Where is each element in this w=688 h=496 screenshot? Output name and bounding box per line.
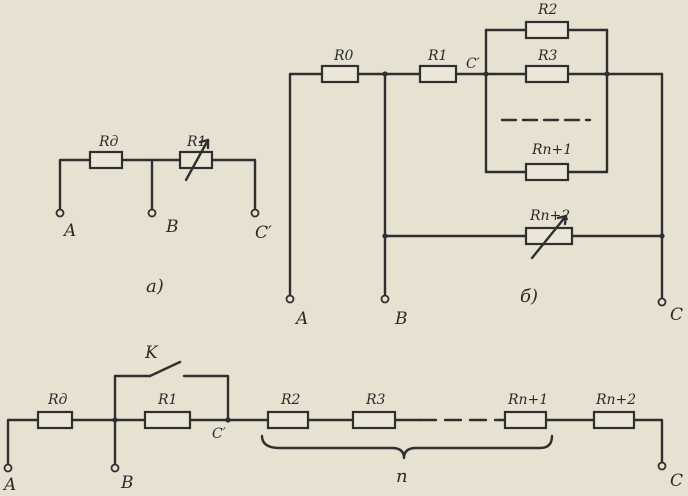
resistor-r3-c [351,410,397,430]
label-r2-c: R2 [280,392,301,408]
diagram-b: R0 R1 C′ R2 R3 Rn+1 Rn+2 A B C б) [285,2,683,329]
junction-b-4 [382,233,388,239]
rheostat-arrow-a [184,138,210,182]
resistor-r0-b [320,64,360,84]
junction-c-2 [225,417,231,423]
wire-b-left [288,72,324,298]
rheostat-arrowhead-a [198,138,210,150]
label-terminal-a: A [294,309,308,329]
resistor-r1-b [418,64,458,84]
diagram-a: Rд R1 A B C′ a) [55,134,272,297]
junction-c-1 [112,417,118,423]
wire-c-right [632,418,664,465]
caption-b: б) [520,286,538,307]
junction-b-3 [604,71,610,77]
terminal-a-dot [3,463,13,473]
label-r0-b: R0 [333,48,354,64]
label-switch-k: K [144,343,159,363]
label-terminal-b: B [394,309,408,329]
label-terminal-a: A [62,221,76,241]
label-r3-c: R3 [365,392,386,408]
resistor-rn2-c [592,410,636,430]
label-node-c-b: C′ [466,56,481,72]
label-terminal-b: B [165,217,179,237]
label-node-c-c: C′ [212,426,227,442]
switch-k-blade [148,360,182,378]
terminal-c-dot [657,297,667,307]
resistor-rd-c [36,410,74,430]
label-terminal-c: C [670,471,683,491]
junction-b-5 [659,233,665,239]
wire-c-left [6,418,40,467]
label-r3-b: R3 [537,48,558,64]
label-r2-b: R2 [537,2,558,18]
terminal-b-dot [147,208,157,218]
junction-b-1 [382,71,388,77]
label-terminal-b: B [120,473,134,493]
resistor-r2-c [266,410,310,430]
label-rn1-c: Rn+1 [507,392,548,408]
label-rd-c: Rд [47,392,68,408]
label-terminal-c: C′ [255,223,272,243]
rheostat-arrowhead-b [556,214,568,226]
label-terminal-c: C [670,305,683,325]
resistor-rn1-b [524,162,570,182]
resistor-r2-b [524,20,570,40]
wire-a-right [210,158,257,214]
resistor-rn1-c [503,410,548,430]
label-terminal-a: A [2,475,16,495]
rheostat-arrow-b [530,214,568,260]
label-brace-n: n [396,466,408,487]
label-r1-b: R1 [427,48,447,64]
terminal-a-dot [285,294,295,304]
label-rd-a: Rд [98,134,119,150]
resistor-rd-a [88,150,124,170]
label-r1-a: R1 [186,134,206,150]
wire-c-switch-right [182,374,230,422]
resistor-r3-b [524,64,570,84]
resistor-r1-c [143,410,192,430]
caption-a: a) [146,276,164,297]
terminal-c-dot [657,461,667,471]
label-rn2-c: Rn+2 [595,392,636,408]
label-rn2-b: Rn+2 [529,208,570,224]
brace-n [260,434,554,460]
terminal-a-dot [55,208,65,218]
wire-c-switch-left [113,374,152,422]
terminal-c-dot [250,208,260,218]
terminal-b-dot [110,463,120,473]
terminal-b-dot [380,294,390,304]
label-r1-c: R1 [157,392,177,408]
junction-b-2 [483,71,489,77]
diagram-c: K Rд R1 C′ R2 R3 Rn+1 Rn+2 n A B C [2,343,683,495]
wire-a-main [58,158,92,214]
label-rn1-b: Rn+1 [531,142,572,158]
